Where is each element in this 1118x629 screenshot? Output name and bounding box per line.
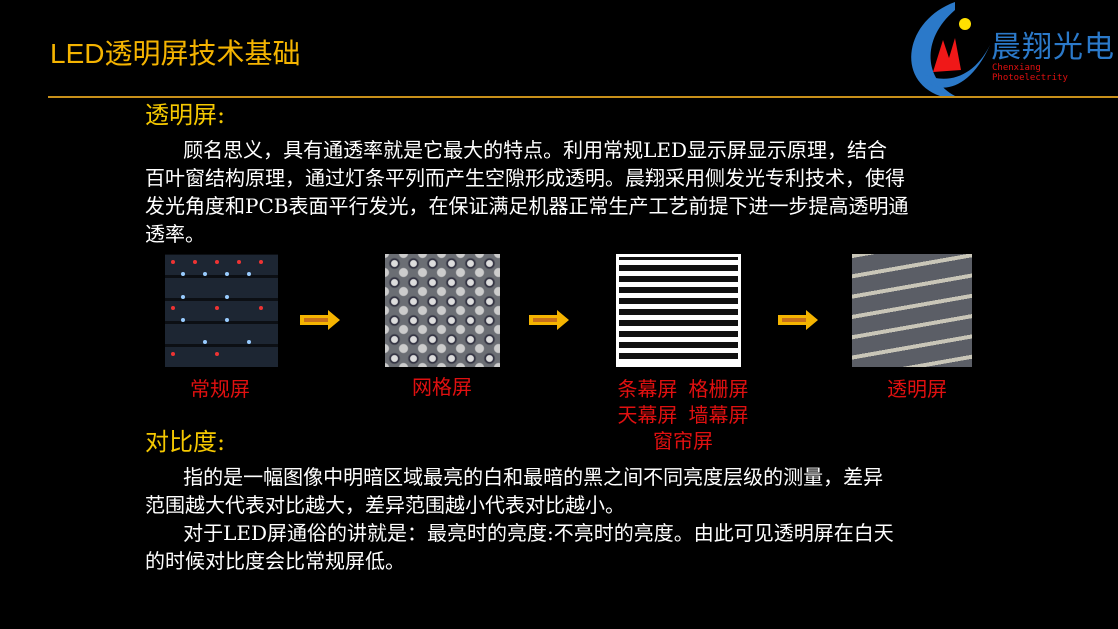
arrow-right-icon [300,310,340,330]
logo-text-cn: 晨翔光电 [991,30,1115,65]
section-heading-contrast: 对比度: [145,428,226,456]
label-regular-screen: 常规屏 [190,379,250,401]
slide-title: LED透明屏技术基础 [50,38,301,69]
label-strip-screens: 条幕屏 格栅屏天幕屏 墙幕屏窗帘屏 [598,377,768,455]
section-transparent-text: 顾名思义，具有通透率就是它最大的特点。利用常规LED显示屏显示原理，结合百叶窗结… [145,136,908,248]
company-logo-icon [911,2,990,96]
image-grid-screen [385,254,500,367]
section-heading-transparent: 透明屏: [145,101,226,129]
image-transparent-screen [852,254,972,367]
image-strip-screen [616,254,741,367]
label-grid-screen: 网格屏 [412,377,472,399]
arrow-right-icon [529,310,569,330]
logo-text-en: Chenxiang Photoelectrity [992,63,1068,83]
text-line: 发光角度和PCB表面平行发光，在保证满足机器正常生产工艺前提下进一步提高透明通 [145,194,909,218]
arrow-right-icon [778,310,818,330]
label-transparent-screen: 透明屏 [887,379,947,401]
label-line: 条幕屏 格栅屏 [617,379,749,401]
label-line: 窗帘屏 [653,431,713,453]
text-line: 顾名思义，具有通透率就是它最大的特点。利用常规LED显示屏显示原理，结合 [145,138,888,162]
image-regular-screen [165,254,278,367]
section-contrast-text: 指的是一幅图像中明暗区域最亮的白和最暗的黑之间不同亮度层级的测量，差异范围越大代… [145,463,894,575]
label-line: 天幕屏 墙幕屏 [617,405,749,427]
text-line: 指的是一幅图像中明暗区域最亮的白和最暗的黑之间不同亮度层级的测量，差异 [145,465,884,489]
title-divider [48,96,1118,98]
text-line: 百叶窗结构原理，通过灯条平列而产生空隙形成透明。晨翔采用侧发光专利技术，使得 [145,166,905,190]
text-line: 范围越大代表对比越大，差异范围越小代表对比越小。 [145,493,625,517]
text-line: 的时候对比度会比常规屏低。 [145,549,405,573]
text-line: 透率。 [145,222,205,246]
text-line: 对于LED屏通俗的讲就是：最亮时的亮度:不亮时的亮度。由此可见透明屏在白天 [145,521,894,545]
